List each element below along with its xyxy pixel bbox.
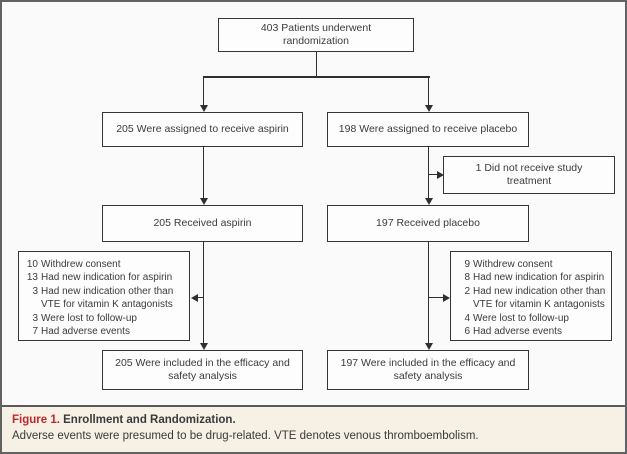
connector-assigned-to-received-aspirin (202, 146, 204, 198)
node-randomized: 403 Patients underwent randomization (218, 18, 414, 52)
exclusion-reason: Had new indication for aspirin (473, 272, 605, 284)
excluded-placebo-line: 8 Had new indication for aspirin (456, 271, 607, 284)
node-received-placebo: 197 Received placebo (327, 205, 529, 242)
exclusion-count: 6 (464, 326, 470, 338)
exclusion-count: 2 (464, 285, 470, 297)
exclusion-count: 10 (26, 259, 38, 270)
arrowhead-excluded-placebo (443, 293, 450, 302)
connector-received-to-analysis-placebo (427, 241, 429, 343)
figure-caption: Figure 1. Enrollment and Randomization. … (2, 406, 625, 452)
arrowhead-excluded-aspirin (190, 293, 198, 302)
excluded-placebo-line: 9 Withdrew consent (456, 258, 607, 271)
excluded-aspirin-line: 3 Were lost to follow-up (24, 312, 185, 325)
arrowhead-not-treated (436, 170, 444, 179)
connector-to-assigned-placebo (427, 76, 429, 105)
node-assigned-placebo: 198 Were assigned to receive placebo (327, 112, 529, 147)
excluded-placebo-line: 4 Were lost to follow-up (456, 312, 607, 325)
connector-split-horizontal (202, 76, 430, 78)
excluded-placebo-line: 2 Had new indication other than VTE for … (456, 285, 607, 312)
exclusion-count: 13 (26, 272, 38, 284)
node-received-aspirin: 205 Received aspirin (102, 205, 303, 242)
exclusion-reason: Had new indication other than VTE for vi… (473, 285, 606, 311)
figure-note: Adverse events were presumed to be drug-… (12, 429, 479, 442)
exclusion-count: 3 (32, 312, 38, 324)
exclusion-count: 9 (464, 259, 470, 270)
exclusion-reason: Were lost to follow-up (473, 312, 569, 324)
arrowhead-analysis-aspirin (199, 343, 208, 350)
arrowhead-assigned-placebo (424, 105, 433, 112)
connector-to-excluded-placebo (428, 296, 443, 298)
excluded-placebo-line: 6 Had adverse events (456, 325, 607, 338)
connector-to-not-treated (428, 173, 437, 175)
exclusion-count: 8 (464, 272, 470, 284)
connector-to-assigned-aspirin (202, 76, 204, 105)
node-excluded-aspirin: 10 Withdrew consent 13 Had new indicatio… (18, 251, 190, 341)
arrowhead-assigned-aspirin (199, 105, 208, 112)
node-excluded-placebo: 9 Withdrew consent 8 Had new indication … (450, 251, 612, 341)
exclusion-reason: Withdrew consent (473, 259, 553, 270)
node-analysis-aspirin: 205 Were included in the efficacy and sa… (102, 350, 303, 390)
connector-received-to-analysis-aspirin (202, 241, 204, 343)
exclusion-reason: Had adverse events (473, 326, 562, 338)
exclusion-count: 7 (32, 326, 38, 338)
excluded-aspirin-line: 7 Had adverse events (24, 325, 185, 338)
node-not-treated: 1 Did not receive study treatment (443, 156, 615, 194)
connector-randomized-split (315, 51, 317, 77)
exclusion-reason: Were lost to follow-up (41, 312, 137, 324)
connector-to-excluded-aspirin (197, 296, 203, 298)
figure-number-label: Figure 1. (12, 413, 60, 426)
node-assigned-aspirin: 205 Were assigned to receive aspirin (102, 112, 303, 147)
arrowhead-received-placebo (424, 198, 433, 205)
arrowhead-analysis-placebo (424, 343, 433, 350)
exclusion-reason: Withdrew consent (41, 259, 121, 270)
node-analysis-placebo: 197 Were included in the efficacy and sa… (327, 350, 529, 390)
caption-title-line: Figure 1. Enrollment and Randomization. (12, 414, 615, 426)
exclusion-count: 4 (464, 312, 470, 324)
excluded-aspirin-line: 13 Had new indication for aspirin (24, 271, 185, 284)
exclusion-reason: Had new indication for aspirin (41, 272, 173, 284)
excluded-aspirin-line: 3 Had new indication other than VTE for … (24, 285, 185, 312)
exclusion-reason: Had adverse events (41, 326, 130, 338)
figure-title: Enrollment and Randomization. (63, 413, 236, 426)
caption-divider (2, 405, 625, 407)
arrowhead-received-aspirin (199, 198, 208, 205)
connector-assigned-to-received-placebo (427, 146, 429, 198)
excluded-aspirin-line: 10 Withdrew consent (24, 258, 185, 271)
exclusion-reason: Had new indication other than VTE for vi… (41, 285, 174, 311)
exclusion-count: 3 (32, 285, 38, 297)
